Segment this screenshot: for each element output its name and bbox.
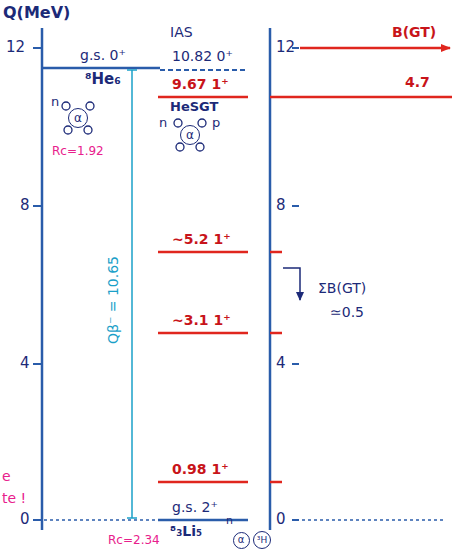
level-label: 10.82 0⁺ [172, 48, 233, 64]
cut-note: te ! [2, 490, 26, 506]
nucleus-symbol: α [238, 535, 245, 545]
radius-note: Rc=2.34 [108, 534, 160, 548]
level-label: g.s. 2⁺ [172, 499, 218, 515]
sum-value: ≃0.5 [330, 304, 364, 320]
nucleon-label: p [212, 116, 220, 131]
level-label: 9.67 1⁺ [172, 76, 229, 92]
q-value: Qβ⁻ = 10.65 [105, 256, 121, 344]
q-bracket [127, 70, 137, 518]
right-axis [269, 28, 272, 530]
bgt-bar [270, 96, 452, 99]
nucleus-name: ⁸He₆ [85, 71, 121, 88]
bgt-arrow [300, 47, 450, 50]
axis-title: B(GT) [392, 24, 436, 40]
state-name: IAS [170, 24, 193, 40]
energy-levels [158, 97, 248, 482]
nucleon-label: n [226, 515, 233, 528]
nucleus-symbol: ³H [257, 536, 267, 545]
energy-level [160, 69, 248, 71]
nucleus-circle: ³H [253, 531, 271, 549]
nucleus-circle: α [180, 125, 200, 145]
radius-note: Rc=1.92 [52, 145, 104, 159]
energy-level [158, 519, 248, 522]
bgt-value: 4.7 [405, 74, 430, 90]
nucleus-symbol: α [74, 112, 82, 124]
tick-value: 8 [276, 197, 286, 214]
left-axis [41, 28, 44, 530]
tick-value: 4 [20, 355, 30, 372]
level-label: ~3.1 1⁺ [172, 312, 231, 328]
tick-value: 12 [6, 39, 25, 56]
tick-value: 0 [20, 511, 30, 528]
axis-title: Q(MeV) [3, 4, 70, 22]
level-label: g.s. 0⁺ [80, 47, 126, 63]
nucleus-circle: α [68, 108, 88, 128]
nucleus-name: ⁸₃Li₅ [170, 523, 202, 539]
tick-value: 0 [276, 511, 286, 528]
level-label: 0.98 1⁺ [172, 461, 229, 477]
nucleon-label: n [159, 116, 167, 131]
sum-bracket [283, 268, 300, 300]
tick-value: 8 [20, 197, 30, 214]
nucleon-label: n [51, 95, 59, 110]
cut-note: e [2, 468, 11, 484]
tick-value: 12 [276, 39, 295, 56]
tick-value: 4 [276, 355, 286, 372]
state-name: HeSGT [170, 100, 218, 115]
axis-ticks [33, 48, 299, 520]
sum-label: ΣB(GT) [318, 280, 366, 296]
nucleus-symbol: α [186, 129, 194, 141]
level-label: ~5.2 1⁺ [172, 231, 231, 247]
zero-line [302, 519, 446, 521]
zero-line [44, 519, 158, 521]
energy-level [42, 67, 160, 70]
nucleus-circle: α [233, 532, 250, 549]
